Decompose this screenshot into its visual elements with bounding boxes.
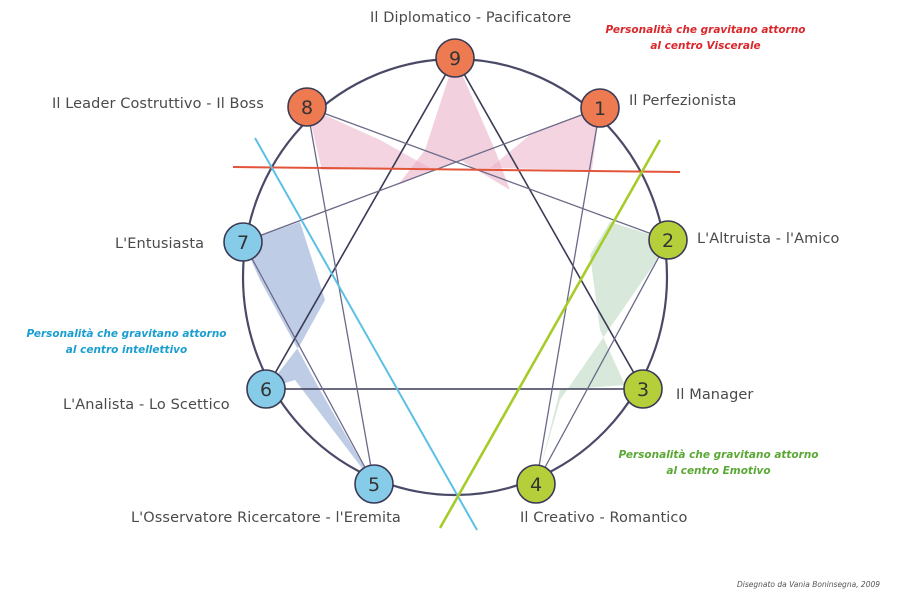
visceral-shade-center	[398, 58, 510, 190]
note-visceral-center: Personalità che gravitano attorno al cen…	[603, 22, 808, 54]
intellective-shade	[243, 222, 374, 484]
type-node-8: 8	[287, 87, 327, 127]
type-label-8: Il Leader Costruttivo - Il Boss	[52, 96, 264, 112]
visceral-shade-left	[307, 107, 430, 170]
visceral-divider-line	[232, 166, 681, 173]
type-number-7: 7	[237, 232, 249, 254]
type-number-1: 1	[594, 98, 606, 120]
type-node-1: 1	[580, 88, 620, 128]
hexad-line-4-2	[535, 239, 669, 485]
note-emotive-line-1: Personalità che gravitano attorno	[618, 449, 819, 461]
note-intellective-line-1: Personalità che gravitano attorno	[26, 328, 227, 340]
type-node-7: 7	[223, 222, 263, 262]
type-circle-8	[287, 87, 327, 127]
type-circle-2	[648, 220, 688, 260]
type-node-5: 5	[354, 464, 394, 504]
visceral-shade-right	[490, 108, 600, 170]
intellective-divider-line	[254, 137, 478, 531]
note-visceral-line-1: Personalità che gravitano attorno	[605, 24, 806, 36]
type-label-9: Il Diplomatico - Pacificatore	[370, 10, 572, 26]
type-circle-1	[580, 88, 620, 128]
type-number-2: 2	[662, 230, 674, 252]
note-intellective-center: Personalità che gravitano attorno al cen…	[24, 326, 229, 358]
type-circle-3	[623, 369, 663, 409]
type-node-4: 4	[516, 464, 556, 504]
note-emotive-center: Personalità che gravitano attorno al cen…	[616, 447, 821, 479]
type-label-5: L'Osservatore Ricercatore - l'Eremita	[131, 510, 401, 526]
type-node-3: 3	[623, 369, 663, 409]
type-label-6: L'Analista - Lo Scettico	[63, 397, 230, 413]
type-label-1: Il Perfezionista	[629, 93, 737, 109]
note-visceral-line-2: al centro Viscerale	[650, 40, 761, 52]
type-label-4: Il Creativo - Romantico	[520, 510, 688, 526]
type-circle-9	[435, 38, 475, 78]
author-credit: Disegnato da Vania Boninsegna, 2009	[737, 580, 881, 589]
type-number-4: 4	[530, 474, 542, 496]
type-circle-5	[354, 464, 394, 504]
triangle-line-9-3	[454, 57, 644, 390]
type-label-7: L'Entusiasta	[115, 236, 205, 252]
triangle-line-6-9	[265, 57, 456, 390]
emotive-shade	[540, 222, 668, 470]
type-node-6: 6	[246, 369, 286, 409]
type-number-8: 8	[301, 97, 313, 119]
type-circle-7	[223, 222, 263, 262]
type-node-2: 2	[648, 220, 688, 260]
hexad-line-2-8	[306, 106, 669, 241]
type-circle-6	[246, 369, 286, 409]
hexad-line-8-5	[306, 106, 375, 485]
type-number-5: 5	[368, 474, 380, 496]
note-emotive-line-2: al centro Emotivo	[666, 465, 771, 477]
hexad-line-7-1	[242, 107, 601, 243]
note-intellective-line-2: al centro intellettivo	[65, 344, 188, 356]
type-number-6: 6	[260, 379, 272, 401]
hexad-line-5-7	[242, 241, 375, 485]
type-number-9: 9	[449, 48, 461, 70]
type-label-2: L'Altruista - l'Amico	[697, 231, 840, 247]
type-circle-4	[516, 464, 556, 504]
type-node-9: 9	[435, 38, 475, 78]
emotive-divider-line	[438, 139, 662, 529]
type-label-3: Il Manager	[676, 387, 754, 403]
type-number-3: 3	[637, 379, 649, 401]
